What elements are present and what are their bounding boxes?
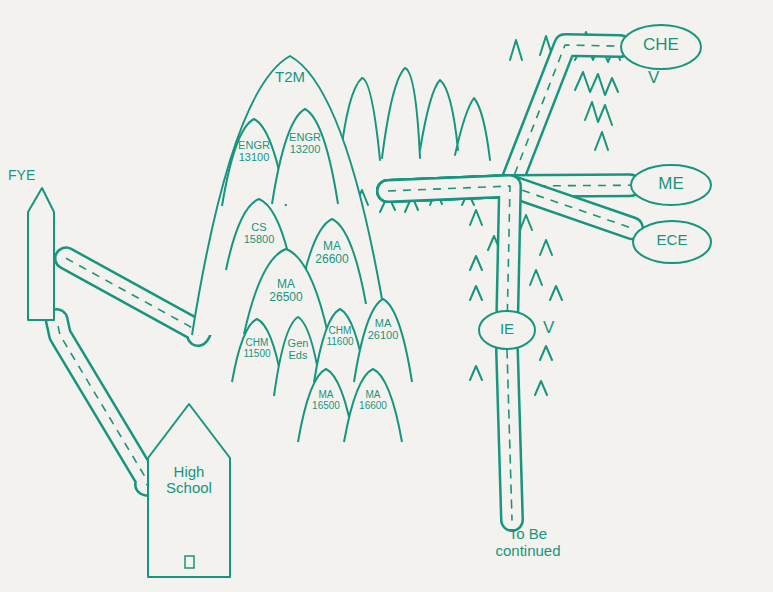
node-text: CHM 11500	[239, 338, 275, 359]
course-mountain: MA 16600	[344, 368, 402, 442]
mountain-shape	[272, 109, 338, 204]
major-oval: ME	[630, 164, 712, 206]
node-text: T2M	[260, 69, 320, 85]
node-text: CHM 11600	[321, 326, 359, 347]
node-text: MA 26100	[364, 318, 402, 341]
road	[507, 350, 512, 520]
road-centerline	[388, 186, 510, 310]
road-edge	[388, 45, 620, 191]
house: High School	[146, 402, 232, 578]
node-text: IE	[478, 321, 536, 337]
road-centerline	[66, 258, 200, 335]
major-oval: ECE	[632, 220, 712, 264]
oval-shape	[631, 165, 711, 205]
road-edge	[507, 350, 512, 520]
road-edge	[388, 186, 510, 310]
road-centerline	[507, 350, 512, 520]
road-connector	[388, 186, 510, 310]
road-surface	[388, 186, 510, 310]
node-text: Gen Eds	[280, 338, 316, 361]
house: FYE	[14, 168, 66, 320]
node-text: FYE	[8, 168, 60, 183]
mount-outline	[272, 108, 338, 204]
major-oval: IE	[478, 310, 536, 350]
road-surface	[66, 258, 200, 335]
oval-shape	[633, 221, 711, 263]
mountain-shape	[344, 369, 402, 442]
node-text: MA 26600	[313, 240, 351, 265]
road-edge	[66, 258, 200, 335]
mountain-shape	[232, 319, 282, 382]
node-text: MA 16600	[354, 390, 392, 411]
mountain-shape	[192, 56, 388, 335]
road-edge	[57, 320, 150, 485]
course-mountain: ENGR 13200	[272, 108, 338, 204]
course-mountain: CHM 11500	[232, 318, 282, 382]
node-text: MA 26500	[265, 278, 307, 303]
node-text: MA 16500	[307, 390, 345, 411]
house-shape	[148, 404, 230, 577]
note-text: To Be continued	[488, 525, 568, 559]
node-text: CHE	[620, 36, 702, 54]
node-text: ENGR 13100	[235, 140, 273, 163]
node-text: High School	[154, 464, 224, 496]
road-surface	[57, 320, 150, 485]
node-text: ENGR 13200	[286, 132, 324, 155]
check-mark: V	[648, 68, 659, 88]
road-connector	[66, 258, 200, 335]
road-connector	[388, 45, 620, 191]
road-centerline	[57, 320, 150, 485]
fye-outline	[14, 168, 66, 320]
node-text: ME	[630, 175, 712, 193]
road-centerline	[388, 45, 620, 191]
mountain-range	[340, 68, 490, 160]
mountain-shape	[354, 299, 412, 382]
house-shape	[28, 188, 54, 320]
oval-shape	[479, 311, 535, 349]
node-text: ECE	[632, 232, 712, 248]
node-text: CS 15800	[240, 222, 278, 245]
house-door	[185, 556, 194, 568]
oval-shape	[621, 25, 701, 69]
road-connector	[57, 320, 150, 485]
check-mark: V	[543, 318, 554, 338]
major-oval: CHE	[620, 24, 702, 70]
road-surface	[507, 350, 512, 520]
course-mountain: MA 26100	[354, 298, 412, 382]
road-surface	[388, 45, 620, 191]
